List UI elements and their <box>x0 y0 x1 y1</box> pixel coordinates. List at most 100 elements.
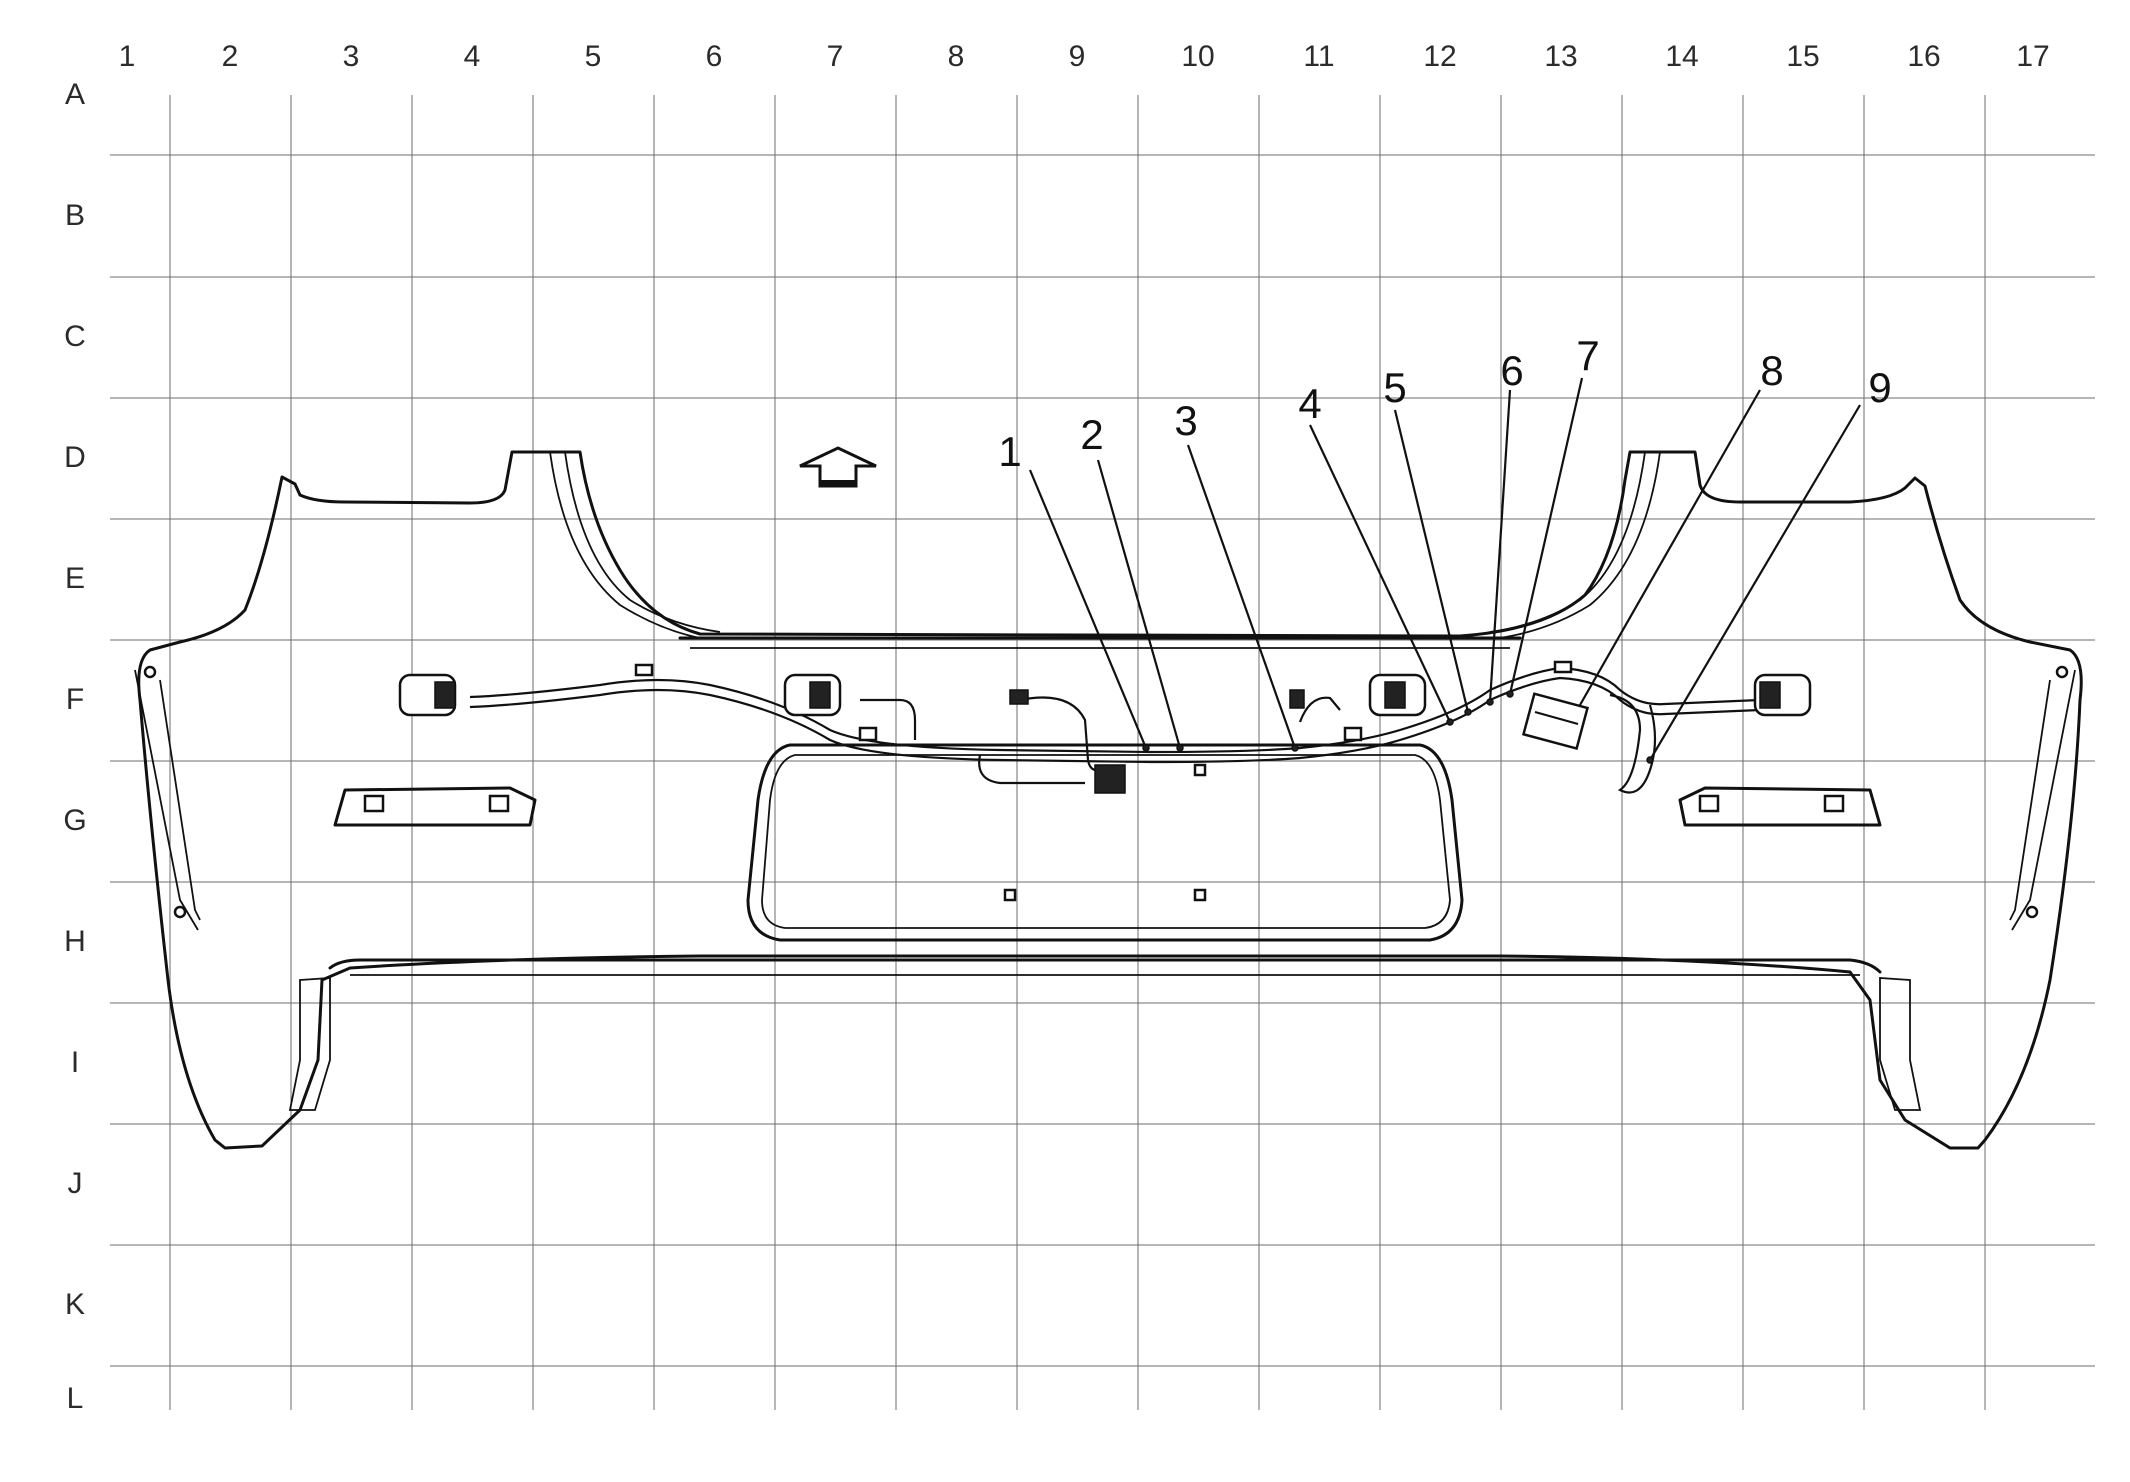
bumper-right-side-edge <box>2011 669 2076 931</box>
column-label: 13 <box>1544 40 1577 73</box>
row-label: D <box>64 441 86 474</box>
leader-line-7 <box>1508 377 1584 695</box>
callout-label-6: 6 <box>1500 347 1523 394</box>
small-connector <box>1289 689 1305 709</box>
column-label: 10 <box>1181 40 1214 73</box>
column-label: 17 <box>2016 40 2049 73</box>
leader-tip <box>1464 708 1472 716</box>
callout-label-5: 5 <box>1383 364 1406 411</box>
fastener <box>2055 665 2069 679</box>
harness-branch-center-lower <box>978 754 1085 785</box>
fastener <box>143 665 157 679</box>
left-reflector <box>333 786 537 827</box>
right-outer-sensor-core <box>1759 681 1781 709</box>
leader-tip <box>1486 698 1494 706</box>
callout-label-9: 9 <box>1868 364 1891 411</box>
reflector-clip <box>363 794 385 813</box>
up-arrow-icon <box>799 446 877 488</box>
callout-label-2: 2 <box>1080 411 1103 458</box>
fastener <box>2025 905 2039 919</box>
row-label: J <box>68 1167 83 1200</box>
callout-label-8: 8 <box>1760 347 1783 394</box>
row-label: H <box>64 925 86 958</box>
right-reflector <box>1678 786 1882 827</box>
leader-line-9 <box>1649 404 1861 761</box>
column-label: 11 <box>1303 40 1334 73</box>
mount-hole <box>1193 763 1207 777</box>
bumper-left-flange <box>159 679 201 921</box>
column-label: 1 <box>119 40 136 73</box>
column-label: 5 <box>585 40 602 73</box>
left-outer-sensor-core <box>434 681 456 709</box>
leader-line-5 <box>1393 409 1470 713</box>
harness-branch-right-loop <box>1609 693 1657 794</box>
mount-hole <box>1003 888 1017 902</box>
row-label: E <box>65 562 85 595</box>
callout-label-1: 1 <box>998 428 1021 475</box>
row-label: I <box>71 1046 79 1079</box>
harness-clip <box>1343 726 1363 742</box>
small-connector <box>1009 689 1029 705</box>
left-inner-sensor-core <box>809 681 831 709</box>
column-label: 8 <box>948 40 965 73</box>
mount-hole <box>1193 888 1207 902</box>
harness-branch-left <box>860 698 917 740</box>
column-labels: 1 2 3 4 5 6 7 8 9 10 11 12 13 14 15 16 1… <box>119 40 2050 73</box>
row-label: F <box>66 683 84 716</box>
harness-clip <box>634 663 654 677</box>
column-label: 6 <box>706 40 723 73</box>
callout-labels: 1 2 3 4 5 6 7 8 9 <box>998 332 1891 475</box>
leader-tip <box>1176 744 1184 752</box>
connector-detail <box>1534 710 1579 726</box>
reflector-clip <box>1698 794 1720 813</box>
bumper-outline <box>137 450 2083 1150</box>
leader-line-4 <box>1309 424 1451 723</box>
row-label: B <box>65 199 85 232</box>
grid-lines <box>110 95 2095 1410</box>
bumper-lower-strip <box>328 958 1882 974</box>
leader-line-6 <box>1488 389 1512 703</box>
leader-line-1 <box>1028 469 1148 749</box>
wiring-harness <box>398 660 1812 794</box>
callout-label-4: 4 <box>1298 380 1321 427</box>
row-label: A <box>65 78 85 111</box>
row-label: G <box>63 804 86 837</box>
bumper-right-flange <box>2009 679 2051 921</box>
column-label: 2 <box>222 40 239 73</box>
column-label: 7 <box>827 40 844 73</box>
reflector-clip <box>1823 794 1845 813</box>
column-label: 12 <box>1423 40 1456 73</box>
leader-tip <box>1506 690 1514 698</box>
column-label: 14 <box>1665 40 1698 73</box>
left-lower-bracket <box>288 977 331 1111</box>
license-plate-recess <box>746 743 1464 942</box>
leader-line-8 <box>1579 389 1761 706</box>
row-label: C <box>64 320 86 353</box>
column-label: 16 <box>1907 40 1940 73</box>
column-label: 3 <box>343 40 360 73</box>
callout-label-3: 3 <box>1174 397 1197 444</box>
harness-trunk-lower <box>469 676 1761 764</box>
column-label: 9 <box>1069 40 1086 73</box>
harness-clip <box>858 726 878 742</box>
leader-line-2 <box>1096 459 1182 749</box>
harness-branch-right-up <box>1298 696 1341 723</box>
leader-tip <box>1446 718 1454 726</box>
leader-tip <box>1646 756 1654 764</box>
main-harness-connector <box>1521 692 1590 751</box>
reflector-clip <box>488 794 510 813</box>
bumper-upper-rib <box>564 451 721 633</box>
rear-bumper <box>134 450 2083 1150</box>
column-label: 15 <box>1786 40 1819 73</box>
column-label: 4 <box>464 40 481 73</box>
leader-line-3 <box>1186 444 1297 749</box>
row-label: K <box>65 1288 85 1321</box>
small-connector <box>1094 764 1126 794</box>
leader-tip <box>1142 744 1150 752</box>
row-labels: A B C D E F G H I J K L <box>63 78 86 1415</box>
harness-clip <box>1553 660 1573 674</box>
bumper-left-side-edge <box>134 669 199 931</box>
row-label: L <box>67 1382 84 1415</box>
right-lower-bracket <box>1879 977 1922 1111</box>
